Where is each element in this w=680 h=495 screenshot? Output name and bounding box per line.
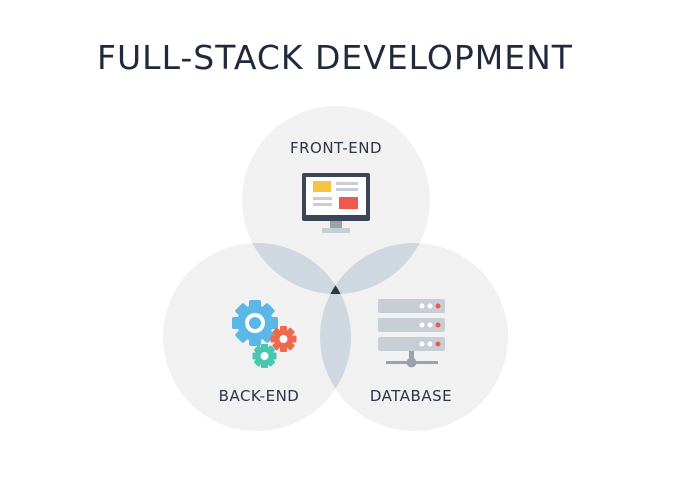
monitor-icon [302,173,370,233]
label-front-end: FRONT-END [290,139,382,157]
gears-icon [232,300,297,368]
label-back-end: BACK-END [219,387,300,405]
server-icon [378,299,445,368]
label-database: DATABASE [370,387,452,405]
page-title: FULL-STACK DEVELOPMENT [97,38,573,77]
